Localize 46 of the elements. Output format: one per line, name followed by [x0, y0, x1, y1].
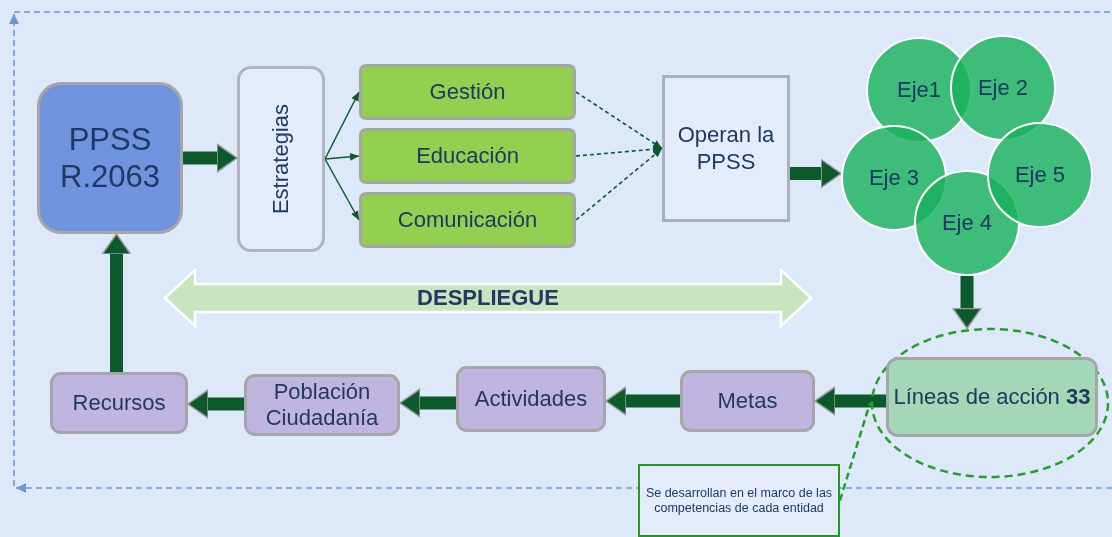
arrow	[324, 152, 360, 161]
box-label: Eje 2	[976, 74, 1030, 102]
band-label: DESPLIEGUE	[416, 284, 560, 312]
arrow	[324, 91, 360, 160]
strategy-box	[359, 192, 576, 248]
arrow	[324, 158, 360, 221]
double-arrow-band	[163, 268, 813, 328]
strategy-box	[237, 66, 325, 252]
block-arrow	[399, 388, 456, 418]
block-arrow	[605, 386, 680, 416]
box-label: Estrategias	[266, 103, 294, 215]
block-arrow	[814, 386, 886, 416]
strategy-box	[359, 64, 576, 120]
block-arrow	[101, 233, 132, 372]
block-arrow	[183, 143, 238, 173]
process-box	[662, 75, 790, 222]
action-lines-box	[886, 357, 1098, 437]
dashed-arrow	[575, 145, 663, 157]
process-box	[680, 370, 815, 432]
block-arrow	[790, 158, 842, 189]
process-box	[50, 372, 188, 434]
policy-box	[37, 82, 183, 234]
note-box	[638, 464, 840, 537]
box-label: Gestión	[428, 78, 507, 106]
box-label: PPSS R.2063	[59, 120, 161, 196]
ellipse-shape	[870, 327, 1110, 479]
box-label: Eje1	[895, 76, 942, 104]
process-box	[244, 374, 400, 436]
box-label: Recursos	[71, 389, 167, 417]
box-label: Educación	[415, 142, 520, 170]
box-label: Actividades	[473, 385, 589, 413]
box-label: Metas	[716, 387, 779, 415]
box-label: Eje 3	[867, 164, 921, 192]
box-label: Eje 5	[1013, 161, 1067, 189]
dashed-arrow	[575, 147, 663, 221]
dashed-arrow	[575, 91, 663, 150]
block-arrow	[187, 389, 244, 419]
process-box	[456, 366, 606, 432]
strategy-box	[359, 128, 576, 184]
box-label: Población Ciudadanía	[264, 378, 380, 432]
box-label: Líneas de acción 33	[892, 383, 1092, 411]
box-label: Eje 4	[940, 209, 994, 237]
note-text: Se desarrollan en el marco de las competencias de cada entidad	[644, 485, 834, 516]
block-arrow	[952, 276, 982, 330]
box-label: Comunicación	[396, 206, 539, 234]
box-label: Operan la PPSS	[676, 122, 776, 175]
